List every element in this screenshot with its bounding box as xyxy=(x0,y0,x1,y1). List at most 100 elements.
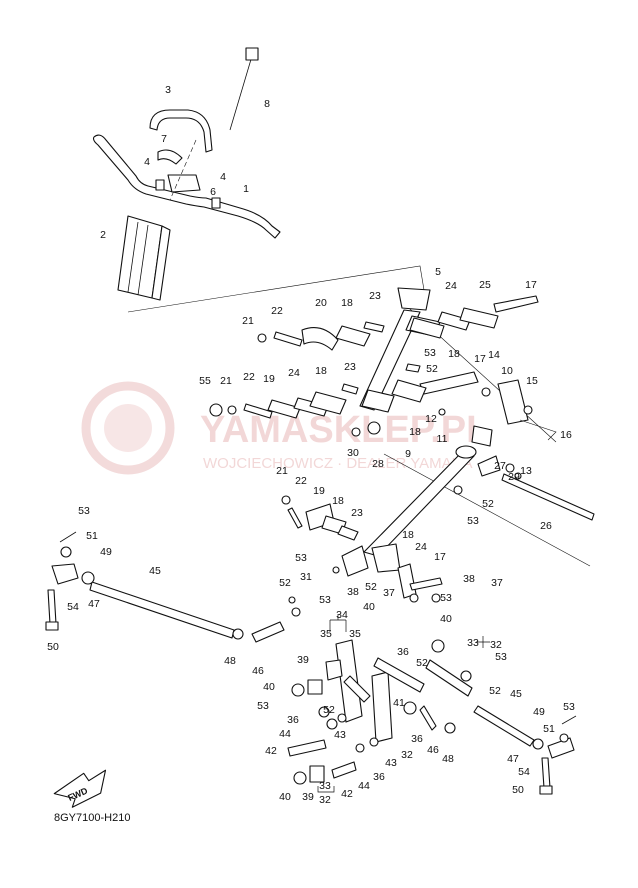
callout-50: 50 xyxy=(47,641,59,653)
callout-18: 18 xyxy=(341,297,353,309)
callout-25: 25 xyxy=(479,279,491,291)
steering-column-head xyxy=(397,287,431,311)
callout-36: 36 xyxy=(373,771,385,783)
callout-53: 53 xyxy=(319,594,331,606)
callout-23: 23 xyxy=(351,507,363,519)
shift-shaft xyxy=(363,445,595,557)
callout-24: 24 xyxy=(415,541,427,553)
callout-28: 28 xyxy=(372,458,384,470)
rod-45-right xyxy=(473,705,535,747)
right-rod-assembly xyxy=(473,705,577,795)
watermark-brand: YAMASKLEP.PL xyxy=(200,409,489,451)
callout-33: 33 xyxy=(319,780,331,792)
callout-1: 1 xyxy=(243,183,249,195)
callout-52: 52 xyxy=(482,498,494,510)
callout-2: 2 xyxy=(100,229,106,241)
callout-53: 53 xyxy=(295,552,307,564)
brake-hose xyxy=(149,109,213,153)
callout-43: 43 xyxy=(385,757,397,769)
callout-numbers: 1234456789101112131415161717171818181818… xyxy=(47,84,575,806)
holder-lower xyxy=(157,149,183,165)
watermark-line: WOJCIECHOWICZ · DEALER YAMAHA xyxy=(203,455,472,472)
callout-45: 45 xyxy=(510,688,522,700)
callout-17: 17 xyxy=(474,353,486,365)
callout-18: 18 xyxy=(409,426,421,438)
callout-21: 21 xyxy=(220,375,232,387)
callout-52: 52 xyxy=(279,577,291,589)
callout-24: 24 xyxy=(445,280,457,292)
lower-linkage xyxy=(287,639,473,785)
callout-38: 38 xyxy=(347,586,359,598)
callout-40: 40 xyxy=(279,791,291,803)
callout-29: 29 xyxy=(508,471,520,483)
handlebar-assembly xyxy=(92,47,281,301)
callout-31: 31 xyxy=(300,571,312,583)
callout-22: 22 xyxy=(295,475,307,487)
callout-32: 32 xyxy=(319,794,331,806)
callout-30: 30 xyxy=(347,447,359,459)
callout-36: 36 xyxy=(411,733,423,745)
callout-41: 41 xyxy=(393,697,405,709)
callout-36: 36 xyxy=(287,714,299,726)
callout-22: 22 xyxy=(243,371,255,383)
callout-32: 32 xyxy=(490,639,502,651)
callout-17: 17 xyxy=(525,279,537,291)
mid-link-set xyxy=(281,495,443,603)
callout-43: 43 xyxy=(334,729,346,741)
callout-45: 45 xyxy=(149,565,161,577)
callout-47: 47 xyxy=(507,753,519,765)
callout-40: 40 xyxy=(363,601,375,613)
callout-54: 54 xyxy=(67,601,79,613)
callout-6: 6 xyxy=(210,186,216,198)
callout-52: 52 xyxy=(489,685,501,697)
callout-40: 40 xyxy=(263,681,275,693)
callout-48: 48 xyxy=(224,655,236,667)
watermark: YAMASKLEP.PL WOJCIECHOWICZ · DEALER YAMA… xyxy=(81,381,489,475)
callout-53: 53 xyxy=(78,505,90,517)
callout-12: 12 xyxy=(425,413,437,425)
callout-46: 46 xyxy=(427,744,439,756)
callout-42: 42 xyxy=(265,745,277,757)
callout-14: 14 xyxy=(488,349,500,361)
callout-23: 23 xyxy=(369,290,381,302)
callout-19: 19 xyxy=(263,373,275,385)
upper-link-set xyxy=(209,295,557,447)
callout-4: 4 xyxy=(220,171,226,183)
callout-17: 17 xyxy=(434,551,446,563)
rod-45-left xyxy=(89,581,235,639)
rod-26 xyxy=(501,473,595,521)
callout-46: 46 xyxy=(252,665,264,677)
callout-10: 10 xyxy=(501,365,513,377)
fwd-arrow-icon: FWD xyxy=(53,769,107,808)
callout-19: 19 xyxy=(313,485,325,497)
callout-51: 51 xyxy=(86,530,98,542)
callout-53: 53 xyxy=(440,592,452,604)
callout-13: 13 xyxy=(520,465,532,477)
callout-52: 52 xyxy=(365,581,377,593)
diagram-code: 8GY7100-H210 xyxy=(54,812,131,824)
callout-33: 33 xyxy=(467,637,479,649)
callout-39: 39 xyxy=(302,791,314,803)
callout-23: 23 xyxy=(344,361,356,373)
callout-18: 18 xyxy=(402,529,414,541)
callout-35: 35 xyxy=(349,628,361,640)
holder-upper xyxy=(167,174,201,193)
callout-53: 53 xyxy=(563,701,575,713)
callout-24: 24 xyxy=(288,367,300,379)
callout-7: 7 xyxy=(161,133,167,145)
callout-5: 5 xyxy=(435,266,441,278)
callout-15: 15 xyxy=(526,375,538,387)
callout-49: 49 xyxy=(533,706,545,718)
callout-52: 52 xyxy=(416,657,428,669)
callout-40: 40 xyxy=(440,613,452,625)
callout-4: 4 xyxy=(144,156,150,168)
callout-38: 38 xyxy=(463,573,475,585)
callout-52: 52 xyxy=(426,363,438,375)
callout-48: 48 xyxy=(442,753,454,765)
shift-bracket xyxy=(497,379,529,425)
callout-26: 26 xyxy=(540,520,552,532)
callout-11: 11 xyxy=(437,433,448,445)
callout-20: 20 xyxy=(315,297,327,309)
